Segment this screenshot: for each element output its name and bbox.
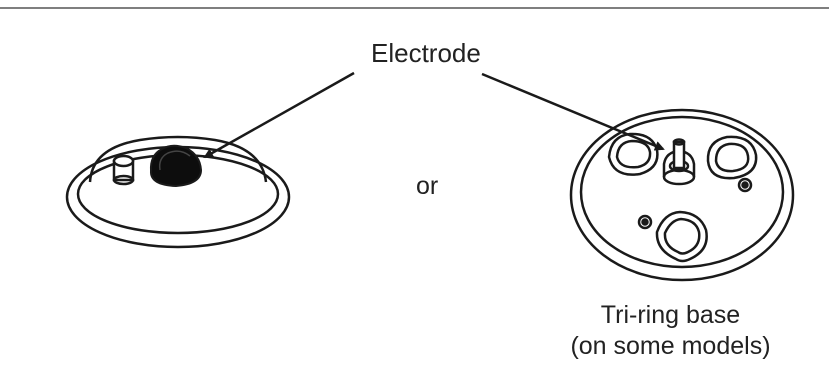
tri-ring-caption-line2: (on some models) bbox=[548, 331, 793, 362]
arrow-to-standard-electrode bbox=[205, 73, 354, 157]
tri-ring-base bbox=[571, 110, 793, 280]
screw-hole-left bbox=[639, 216, 651, 228]
screw-hole-right bbox=[739, 179, 751, 191]
or-label: or bbox=[416, 172, 438, 201]
tri-ring-electrode-post bbox=[664, 140, 694, 185]
arrow-to-tri-ring-electrode bbox=[482, 74, 663, 149]
ring-right bbox=[708, 137, 756, 178]
ring-bottom bbox=[657, 212, 707, 261]
electrode-label: Electrode bbox=[371, 38, 481, 69]
ring-left bbox=[609, 134, 657, 175]
tri-ring-caption-line1: Tri-ring base bbox=[548, 300, 793, 331]
post-knob bbox=[114, 156, 133, 184]
tri-ring-caption: Tri-ring base (on some models) bbox=[548, 300, 793, 362]
